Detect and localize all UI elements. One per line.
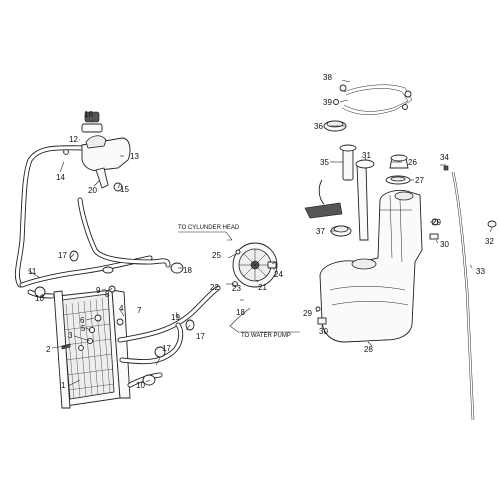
callout-17-mid: 17 <box>162 344 171 353</box>
fuel-pump <box>304 120 375 241</box>
callout-16: 16 <box>84 110 93 119</box>
callout-26: 26 <box>408 158 417 167</box>
cooling-fan <box>232 242 278 288</box>
callout-18-upper: 18 <box>183 266 192 275</box>
callout-3: 3 <box>68 331 73 340</box>
hose-clamps <box>34 182 195 386</box>
callout-33: 33 <box>476 267 485 276</box>
callout-4: 4 <box>119 304 124 313</box>
callout-10-upper: 10 <box>35 294 44 303</box>
callout-22: 22 <box>210 283 219 292</box>
callout-10-lower: 10 <box>136 381 145 390</box>
callout-32: 32 <box>485 237 494 246</box>
callout-20: 20 <box>88 186 97 195</box>
radiator <box>53 289 131 409</box>
callout-5: 5 <box>81 324 86 333</box>
callout-13: 13 <box>130 152 139 161</box>
callout-35: 35 <box>320 158 329 167</box>
callout-15: 15 <box>120 185 129 194</box>
callout-numbers: 1 2 3 4 5 6 7 8 9 10 10 11 12 13 14 15 1… <box>28 73 494 390</box>
callout-36: 36 <box>314 122 323 131</box>
callout-29-left: 29 <box>303 309 312 318</box>
callout-30-left: 30 <box>319 327 328 336</box>
callout-24: 24 <box>274 270 283 279</box>
callout-12: 12 <box>69 135 78 144</box>
fuel-tank <box>319 189 423 343</box>
callout-25: 25 <box>212 251 221 260</box>
callout-31: 31 <box>362 151 371 160</box>
callout-30-right: 30 <box>440 240 449 249</box>
callout-23: 23 <box>232 284 241 293</box>
callout-18-lower: 18 <box>236 308 245 317</box>
callout-7: 7 <box>137 306 142 315</box>
callout-1: 1 <box>61 381 66 390</box>
callout-2: 2 <box>46 345 51 354</box>
callout-37: 37 <box>316 227 325 236</box>
leader-lines <box>27 79 493 387</box>
callout-21: 21 <box>258 283 267 292</box>
callout-17-left: 17 <box>58 251 67 260</box>
callout-19: 19 <box>171 313 180 322</box>
callout-34: 34 <box>440 153 449 162</box>
callout-27: 27 <box>415 176 424 185</box>
callout-11: 11 <box>28 267 37 276</box>
expansion-tank <box>63 111 131 189</box>
callout-9: 9 <box>96 286 101 295</box>
callout-14: 14 <box>56 173 65 182</box>
callout-29-right: 29 <box>432 218 441 227</box>
to-cylinder-head-note: TO CYLUNDER HEAD <box>178 225 240 231</box>
callout-28: 28 <box>364 345 373 354</box>
callout-8: 8 <box>105 290 110 299</box>
callout-6: 6 <box>80 316 85 325</box>
fuel-lines <box>315 84 497 421</box>
to-water-pump-note: TO WATER PUMP <box>241 333 291 339</box>
callout-38: 38 <box>323 73 332 82</box>
callout-17-right: 17 <box>196 332 205 341</box>
fuel-cap <box>385 154 411 185</box>
callout-39: 39 <box>323 98 332 107</box>
